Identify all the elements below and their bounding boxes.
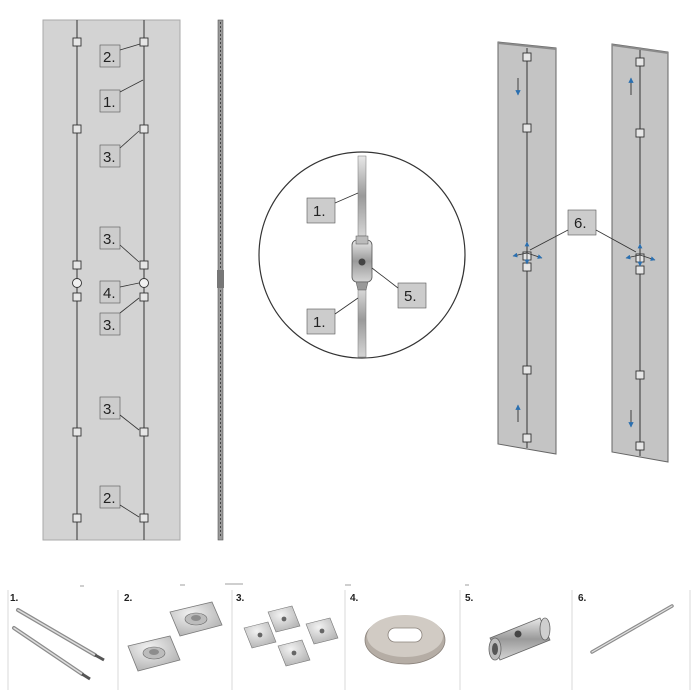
- rod-icon: [12, 608, 105, 681]
- svg-text:3.: 3.: [236, 593, 245, 604]
- bracket-square: [72, 37, 82, 47]
- svg-text:2.: 2.: [124, 593, 133, 604]
- detail-callout-5: 5.: [371, 267, 427, 309]
- coupler-cross-left: [512, 241, 543, 265]
- svg-text:3.: 3.: [103, 231, 116, 248]
- callout-3-c: 3.: [99, 297, 140, 336]
- bracket-square: [72, 427, 82, 437]
- bracket-square: [139, 124, 149, 134]
- callout-3-d: 3.: [99, 396, 140, 431]
- part-3: 3.: [236, 590, 346, 690]
- callout-3-b: 3.: [99, 226, 140, 263]
- svg-text:2.: 2.: [103, 49, 116, 66]
- bracket-square: [522, 123, 532, 133]
- front-panel-view: 2. 1. 3. 3. 4. 3. 3.: [42, 19, 181, 541]
- part-4: 4.: [350, 590, 461, 690]
- perspective-panels: 6.: [497, 41, 669, 463]
- grommet-icon: [364, 615, 446, 665]
- panel-side-view: [217, 19, 224, 541]
- detail-callout-1-top: 1.: [306, 192, 359, 224]
- svg-text:3.: 3.: [103, 401, 116, 418]
- svg-text:1.: 1.: [313, 314, 326, 331]
- svg-text:1.: 1.: [10, 593, 19, 604]
- svg-text:1.: 1.: [103, 94, 116, 111]
- bracket-square: [635, 441, 645, 451]
- grommet-marker: [72, 278, 82, 288]
- grommet-marker: [139, 278, 149, 288]
- part-2: 2.: [124, 590, 233, 690]
- mounting-plate-icon: [127, 601, 223, 672]
- detail-callout-1-bottom: 1.: [306, 297, 359, 335]
- svg-text:5.: 5.: [404, 288, 417, 305]
- callout-4: 4.: [99, 280, 140, 304]
- coupler-icon: [488, 617, 551, 661]
- svg-text:6.: 6.: [578, 593, 587, 604]
- part-1: 1.: [7, 590, 119, 690]
- svg-text:2.: 2.: [103, 490, 116, 507]
- bracket-square: [635, 265, 645, 275]
- tension-rod-icon: [590, 604, 674, 654]
- svg-text:3.: 3.: [103, 149, 116, 166]
- callout-2-bottom: 2.: [99, 485, 140, 518]
- svg-text:1.: 1.: [313, 203, 326, 220]
- callout-2-top: 2.: [99, 43, 141, 68]
- coupler-detail-view: 1. 5. 1.: [258, 151, 466, 359]
- bracket-square: [522, 365, 532, 375]
- part-6: 6.: [578, 590, 691, 690]
- coupler-icon: [351, 235, 373, 291]
- svg-text:4.: 4.: [103, 285, 116, 302]
- svg-text:5.: 5.: [465, 593, 474, 604]
- bracket-square: [72, 513, 82, 523]
- bracket-square: [72, 124, 82, 134]
- svg-text:3.: 3.: [103, 317, 116, 334]
- svg-text:4.: 4.: [350, 593, 359, 604]
- coupler-cross-right: [625, 243, 656, 267]
- bracket-square: [635, 370, 645, 380]
- bracket-square: [139, 260, 149, 270]
- callout-1: 1.: [99, 79, 144, 113]
- part-5: 5.: [465, 590, 573, 690]
- bracket-square: [72, 292, 82, 302]
- bracket-square: [139, 427, 149, 437]
- bracket-square: [635, 57, 645, 67]
- svg-text:6.: 6.: [574, 215, 587, 232]
- callout-3-a: 3.: [99, 130, 140, 168]
- bracket-square: [635, 128, 645, 138]
- bracket-markers: [72, 37, 149, 523]
- parts-strip: 1. 2.: [7, 583, 691, 690]
- bracket-square: [522, 433, 532, 443]
- bracket-plate-icon: [243, 605, 339, 667]
- perspective-bracket-markers: [522, 52, 645, 451]
- bracket-square: [139, 513, 149, 523]
- bracket-square: [522, 262, 532, 272]
- bracket-square: [139, 292, 149, 302]
- callout-6: 6.: [529, 209, 637, 253]
- bracket-square: [139, 37, 149, 47]
- bracket-square: [522, 52, 532, 62]
- bracket-square: [72, 260, 82, 270]
